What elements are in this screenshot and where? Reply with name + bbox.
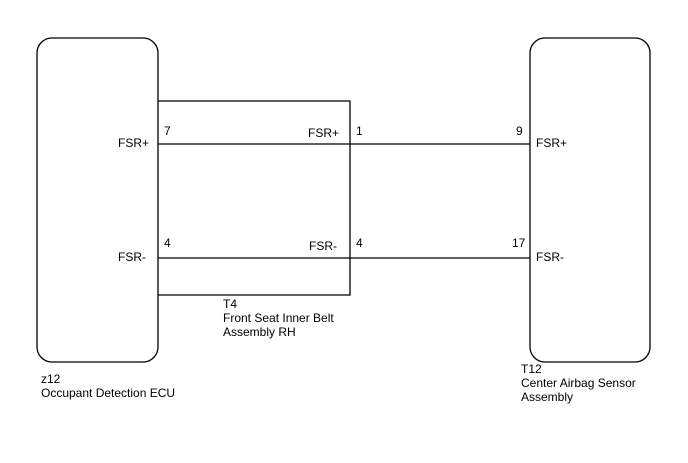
middle-pin-bottom-number: 4 <box>356 236 363 250</box>
left-pin-bottom-label: FSR- <box>118 250 146 264</box>
right-component-code: T12 <box>521 362 542 376</box>
front-seat-inner-belt-box <box>158 100 351 296</box>
center-airbag-sensor-box <box>529 37 651 363</box>
right-pin-bottom-number: 17 <box>512 236 526 250</box>
left-pin-bottom-number: 4 <box>164 236 171 250</box>
right-component-name-line2: Assembly <box>521 390 573 404</box>
middle-component-name-line1: Front Seat Inner Belt <box>223 311 334 325</box>
middle-pin-top-number: 1 <box>356 124 363 138</box>
middle-component-name-line2: Assembly RH <box>223 325 296 339</box>
left-pin-top-number: 7 <box>164 124 171 138</box>
middle-pin-top-label: FSR+ <box>308 126 339 140</box>
middle-pin-bottom-label: FSR- <box>309 239 337 253</box>
left-component-name: Occupant Detection ECU <box>41 386 175 400</box>
right-pin-top-label: FSR+ <box>536 136 567 150</box>
left-component-code: z12 <box>41 372 61 386</box>
occupant-detection-ecu-box <box>36 37 159 363</box>
right-pin-bottom-label: FSR- <box>536 250 564 264</box>
right-component-name-line1: Center Airbag Sensor <box>521 376 636 390</box>
middle-component-code: T4 <box>223 297 237 311</box>
left-pin-top-label: FSR+ <box>118 136 149 150</box>
right-pin-top-number: 9 <box>516 124 523 138</box>
